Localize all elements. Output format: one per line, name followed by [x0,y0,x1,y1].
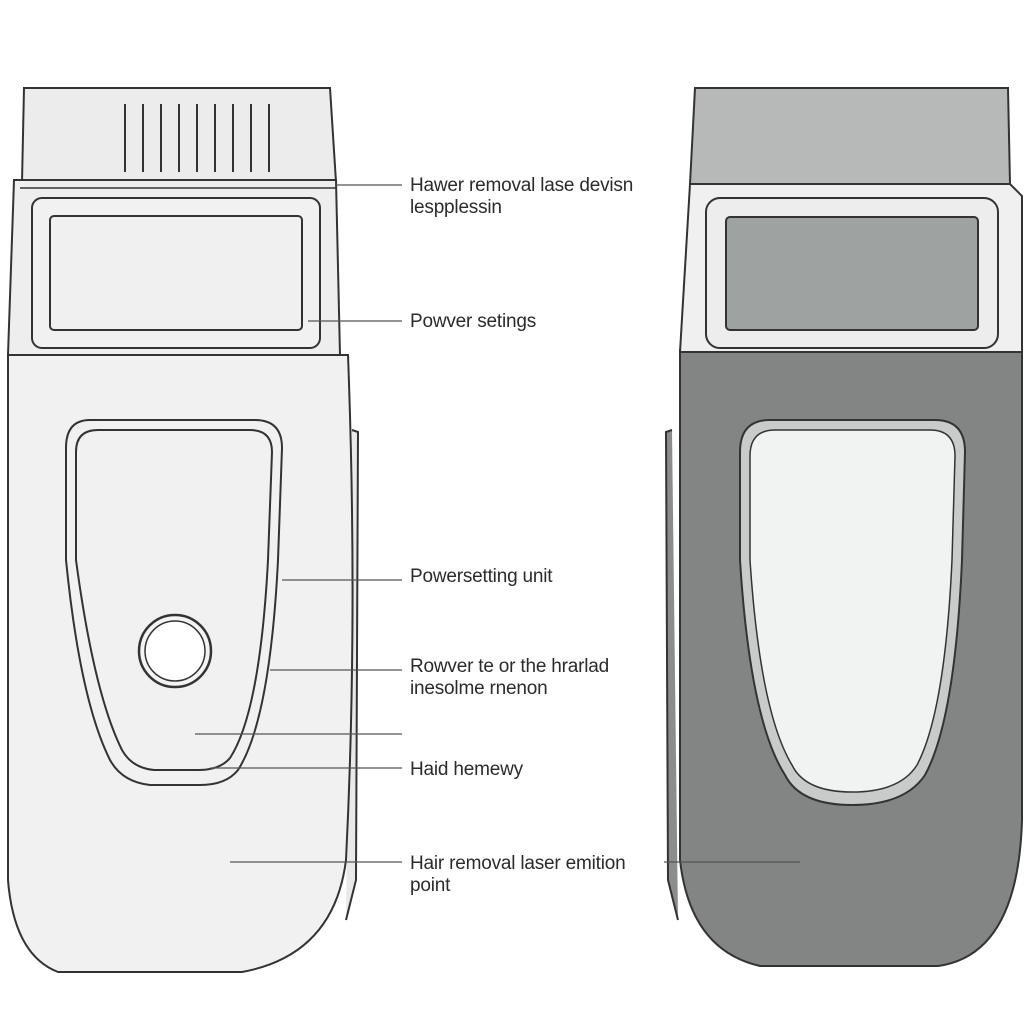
power-button-inner [144,620,206,682]
label-emission-line-2: point [410,875,451,896]
leader-lines [195,184,800,863]
label-haid: Haid hemewy [410,759,523,780]
dark-device-screen [725,216,979,331]
dark-device-window [749,429,956,793]
label-device: Hawer removal lase devisn lespplessin [410,175,633,219]
label-device-line-2: lespplessin [410,197,502,218]
light-device-window-inner [75,429,274,771]
dark-device-side-clip [664,429,679,921]
label-power-settings: Powver setings [410,311,537,332]
light-device-screen [49,215,303,331]
label-power-setting-unit: Powersetting unit [410,566,553,587]
label-device-line-1: Hawer removal lase devisn [410,175,634,196]
dark-device [664,87,1023,967]
label-rowver-line-1: Rowver te or the hrarlad [410,656,610,677]
label-rowver: Rowver te or the hrarlad inesolme rnenon [410,656,609,700]
label-emission: Hair removal laser emition point [410,853,626,897]
label-rowver-line-2: inesolme rnenon [410,678,548,699]
vent-grille [124,104,270,172]
light-device [6,87,360,973]
label-emission-line-1: Hair removal laser emition [410,853,626,874]
dark-device-cap [688,87,1012,185]
